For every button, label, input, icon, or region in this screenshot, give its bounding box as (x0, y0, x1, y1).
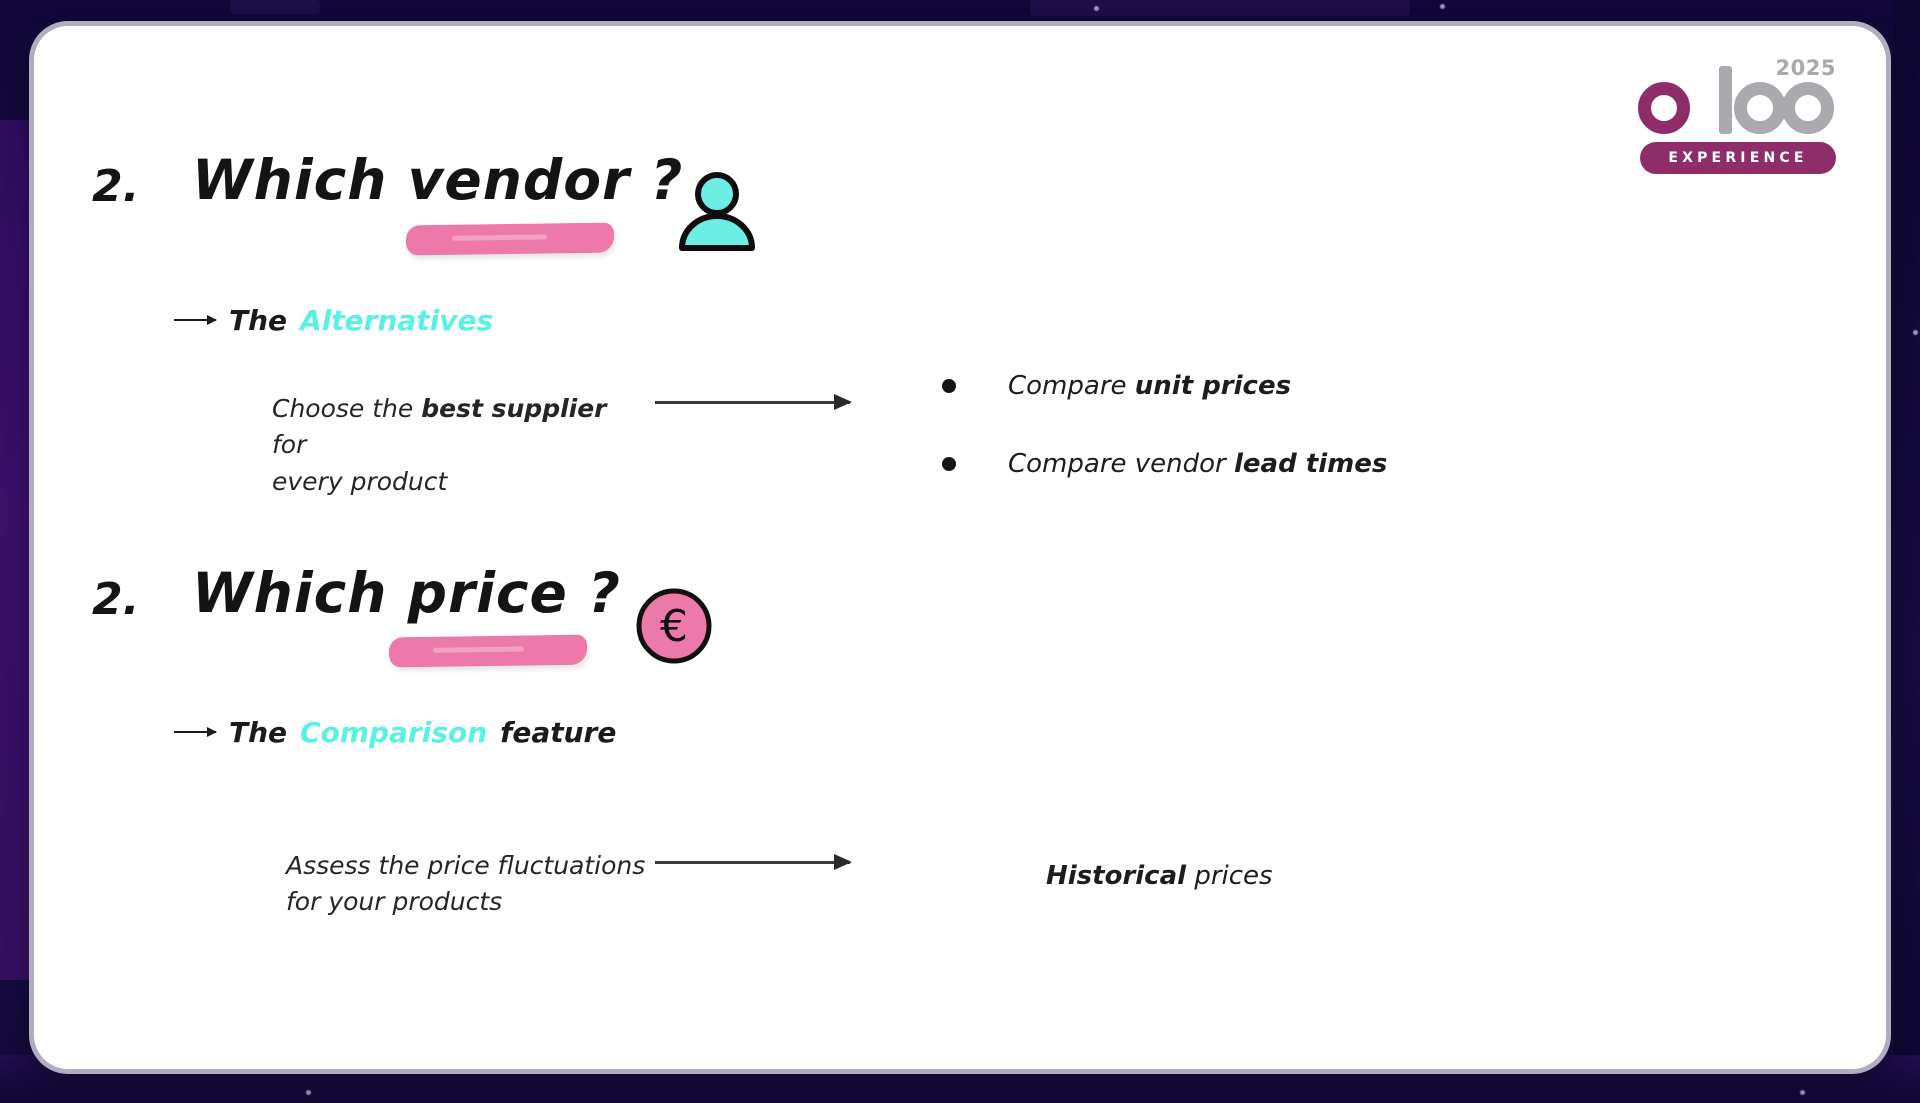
backdrop-blob (1030, 0, 1410, 16)
lead-accent-alternatives: Alternatives (300, 304, 494, 337)
backdrop-spark (1440, 4, 1445, 9)
backdrop-left-band (0, 120, 30, 980)
arrow-right-icon (174, 315, 217, 325)
bullet-label: Compare unit prices (1008, 371, 1291, 401)
bullet-list-vendor: Compare unit prices Compare vendor lead … (942, 371, 1387, 527)
logo-letter-d-stem (1719, 66, 1732, 134)
bullet-bold: lead times (1234, 449, 1388, 479)
bullet-dot-icon (942, 457, 956, 471)
backdrop-spark (1800, 1090, 1805, 1095)
bullet-text: Compare vendor (1008, 449, 1226, 479)
backdrop-right-band (1894, 0, 1920, 1103)
section-title-price: Which price ? (192, 561, 621, 625)
flow-arrow-price (655, 854, 852, 870)
body-line1-bold: best supplier (421, 394, 607, 423)
right-note-bold: Historical (1046, 861, 1187, 891)
backdrop-top-shade (0, 0, 1920, 26)
body-line1: Assess the price fluctuations (286, 851, 646, 880)
lead-prefix: The (229, 304, 288, 337)
right-note-tail: prices (1194, 861, 1273, 891)
section-number-price: 2. (92, 574, 140, 625)
body-line2: for your products (286, 887, 503, 917)
body-text-choose-supplier: Choose the best supplier for every produ… (272, 391, 632, 500)
backdrop-blob (230, 0, 320, 14)
section-title-vendor: Which vendor ? (192, 148, 684, 212)
body-line1-tail: for (272, 430, 307, 460)
lead-accent-comparison: Comparison (300, 716, 488, 749)
highlight-marker-vendor (405, 222, 615, 256)
flow-arrow-vendor (655, 394, 852, 410)
experience-pill: EXPERIENCE (1640, 142, 1836, 174)
list-item: Compare unit prices (942, 371, 1387, 401)
lead-line-comparison: The Comparison feature (174, 716, 616, 749)
backdrop-spark (306, 1090, 311, 1095)
bullet-text: Compare (1008, 371, 1127, 401)
odoo-experience-logo: 2025 EXPERIENCE (1638, 56, 1838, 176)
lead-suffix: feature (500, 716, 617, 749)
list-item: Compare vendor lead times (942, 449, 1387, 479)
slide-card: 2025 EXPERIENCE 2. Which vendor ? (34, 26, 1886, 1069)
logo-letter-d-bowl (1734, 82, 1786, 134)
highlight-marker-price (388, 634, 588, 668)
logo-letter-o-grey (1782, 82, 1834, 134)
odoo-wordmark (1638, 66, 1838, 136)
backdrop-spark (1094, 6, 1099, 11)
experience-pill-label: EXPERIENCE (1668, 150, 1808, 166)
body-line2: every product (272, 466, 448, 496)
svg-text:€: € (660, 601, 688, 652)
right-note-historical-prices: Historical prices (1046, 861, 1273, 891)
backdrop-spark (1913, 330, 1918, 335)
logo-year: 2025 (1775, 56, 1836, 80)
euro-icon: € (632, 584, 716, 672)
section-number-vendor: 2. (92, 161, 140, 212)
body-text-assess-price: Assess the price fluctuations for your p… (286, 848, 676, 921)
body-line1-prefix: Choose the (272, 394, 414, 423)
arrow-right-icon (174, 727, 217, 737)
bullet-dot-icon (942, 379, 956, 393)
lead-prefix: The (229, 716, 288, 749)
bullet-label: Compare vendor lead times (1008, 449, 1387, 479)
lead-line-alternatives: The Alternatives (174, 304, 493, 337)
logo-letter-o-accent (1638, 82, 1690, 134)
person-icon (674, 168, 760, 258)
bullet-bold: unit prices (1134, 371, 1292, 401)
